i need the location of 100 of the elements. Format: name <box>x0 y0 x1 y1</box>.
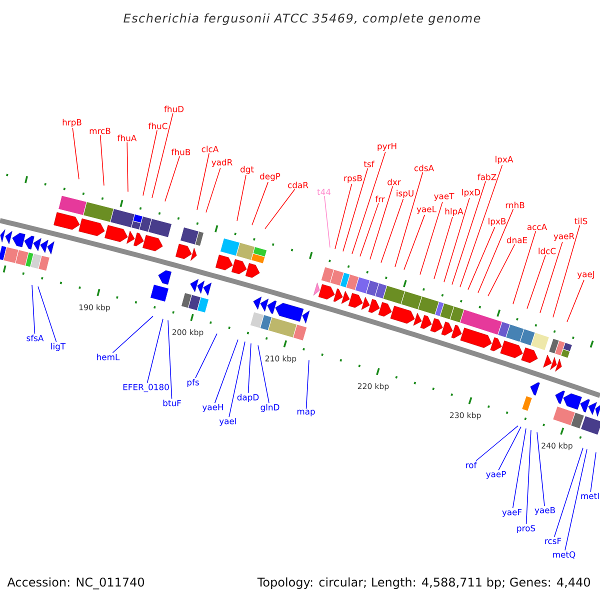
leader-line <box>32 284 36 334</box>
leader-line <box>324 196 330 248</box>
leader-line <box>552 224 580 318</box>
leader-line <box>342 168 368 252</box>
leader-line <box>352 152 386 254</box>
gene-label: yadR <box>212 158 232 168</box>
leader-line <box>444 198 470 282</box>
gene-label: EFER_0180 <box>123 384 169 392</box>
leader-line <box>360 202 379 257</box>
title: Escherichia fergusonii ATCC 35469, complete genome <box>124 13 480 25</box>
leader-line <box>248 342 252 394</box>
leader-line <box>512 230 536 305</box>
leader-line <box>100 134 104 186</box>
gene-label: pfs <box>187 378 199 388</box>
gene-label: metI <box>581 492 599 500</box>
leader-line <box>526 254 546 310</box>
gene-label: yaeB <box>534 507 555 515</box>
leader-line <box>206 168 221 213</box>
leader-line <box>512 428 526 508</box>
gene-label: map <box>297 410 315 416</box>
gene-label: hlpA <box>445 208 464 216</box>
leader-line <box>452 180 486 285</box>
gene-label: yaeI <box>219 418 236 426</box>
leader-line <box>476 425 518 462</box>
leader-line <box>536 432 545 506</box>
gene-label: ispU <box>396 190 414 198</box>
leader-line <box>380 198 404 264</box>
gene-label: tilS <box>574 218 588 224</box>
leader-line <box>214 339 238 404</box>
gene-label: fhuA <box>118 134 137 142</box>
gene-label: yaeH <box>202 404 223 412</box>
gene-label: btuF <box>163 400 181 406</box>
gene-label: hemL <box>97 354 120 360</box>
leader-line <box>306 360 310 410</box>
leader-line <box>526 430 532 524</box>
gene-label: mrcB <box>90 128 110 134</box>
gene-label: fabZ <box>478 174 496 180</box>
leader-line <box>72 128 80 180</box>
leader-line <box>152 112 174 198</box>
gene-label: frr <box>375 196 385 202</box>
gene-label: rpsB <box>344 175 362 183</box>
gene-label: dapD <box>237 394 259 402</box>
footer-text: Topology: circular; Length: 4,588,711 bp; Genes: 4,440 <box>257 577 590 589</box>
leader-line <box>38 286 57 342</box>
leader-line <box>564 448 588 551</box>
leader-line <box>478 208 514 294</box>
gene-label: yaeT <box>434 193 454 201</box>
leader-line <box>146 318 164 384</box>
leader-line <box>228 341 246 418</box>
leader-line <box>590 452 596 492</box>
gene-label: fhuC <box>148 122 168 130</box>
gene-label: dnaE <box>506 236 528 244</box>
gene-label: fhuB <box>172 148 190 156</box>
gene-label: dgt <box>240 166 254 174</box>
gene-label: yaeJ <box>577 271 594 279</box>
gene-label: t44 <box>317 188 331 196</box>
gene-label: yaeP <box>486 471 506 479</box>
gene-label: rnhB <box>506 202 524 208</box>
leader-line <box>196 152 210 210</box>
leader-line <box>540 242 563 314</box>
leader-line <box>264 188 296 230</box>
leader-line <box>334 184 352 250</box>
leader-line <box>258 344 270 404</box>
leader-line <box>404 214 426 270</box>
gene-label: cdsA <box>414 164 434 172</box>
gene-label: glnD <box>260 404 280 412</box>
leader-line <box>164 156 180 202</box>
gene-label: rcsF <box>545 538 562 544</box>
leader-line <box>420 202 443 276</box>
gene-label: lpxA <box>496 156 514 164</box>
leader-line <box>195 333 218 378</box>
gene-label: yaeF <box>502 509 522 517</box>
gene-label: ldcC <box>538 248 556 254</box>
leader-line <box>112 316 154 354</box>
leader-line <box>468 226 496 290</box>
gene-label: proS <box>517 525 536 533</box>
leader-line <box>554 447 584 538</box>
gene-label: fhuD <box>164 106 184 112</box>
leader-line <box>566 280 584 322</box>
leader-line <box>434 216 453 280</box>
gene-label: pyrH <box>378 143 396 151</box>
gene-label: tsf <box>364 160 374 168</box>
footer-text: Accession: NC_011740 <box>7 577 144 590</box>
leader-line <box>488 244 516 296</box>
leader-line <box>370 186 394 260</box>
gene-label: degP <box>260 172 280 182</box>
leader-line <box>498 426 522 470</box>
leader-line <box>252 182 268 226</box>
gene-label: sfsA <box>26 334 44 342</box>
leader-line <box>460 164 503 288</box>
gene-label: lpxB <box>488 218 506 226</box>
gene-label: lpxD <box>462 188 480 198</box>
leader-line <box>394 172 424 268</box>
gene-label: cdaR <box>288 182 308 188</box>
leader-line <box>126 142 128 192</box>
gene-label: yaeR <box>554 233 574 241</box>
gene-label: accA <box>527 224 547 230</box>
gene-label: dxr <box>388 178 401 186</box>
leader-line <box>236 174 246 222</box>
gene-label: metQ <box>553 551 576 559</box>
